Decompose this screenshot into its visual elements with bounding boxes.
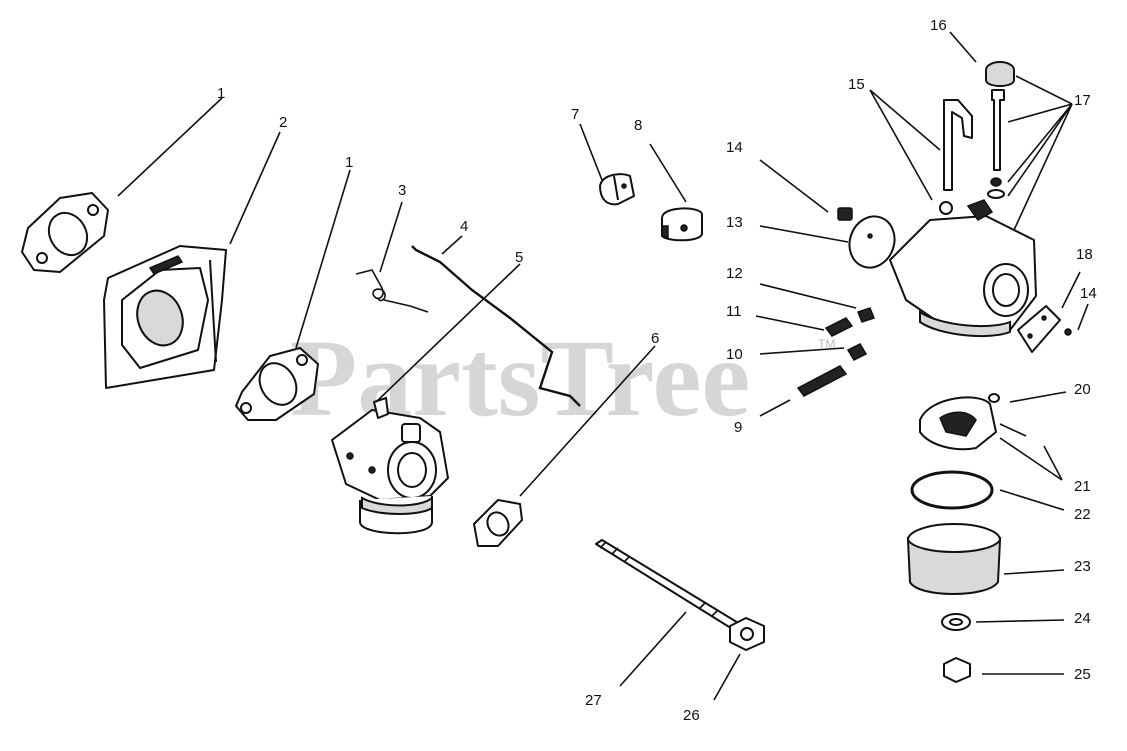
callout-23: 23 [1074,558,1091,575]
callout-14-top: 14 [726,139,743,156]
part-cover-plate[interactable] [1017,305,1061,353]
part-bowl-gasket[interactable] [473,499,523,547]
callout-22: 22 [1074,506,1091,523]
callout-4: 4 [460,218,468,235]
callout-11: 11 [726,303,742,320]
part-throttle-link[interactable] [411,245,581,407]
callout-14-right: 14 [1080,285,1097,302]
part-gasket-left[interactable] [21,192,109,273]
part-float[interactable] [919,396,1027,451]
part-idle-needle[interactable] [824,317,854,337]
callout-24: 24 [1074,610,1091,627]
part-washer[interactable] [941,613,971,631]
part-screw-right[interactable] [1064,328,1072,336]
part-carburetor-assembly[interactable] [331,397,449,535]
callout-labels: 1 2 1 3 4 5 6 7 8 14 13 12 11 10 9 15 16… [217,17,1097,724]
callout-6: 6 [651,330,659,347]
callout-13: 13 [726,214,743,231]
part-clip[interactable] [599,173,635,206]
callout-16: 16 [930,17,947,34]
part-gasket-center[interactable] [235,347,319,421]
callout-1-left: 1 [217,85,225,102]
callout-7: 7 [571,106,579,123]
part-insulator-plate[interactable] [103,245,227,389]
callout-27: 27 [585,692,602,709]
callout-1-center: 1 [345,154,353,171]
part-float-nut[interactable] [988,393,1000,403]
part-stud[interactable] [595,539,741,631]
callout-10: 10 [726,346,743,363]
callout-2: 2 [279,114,287,131]
callout-5: 5 [515,249,523,266]
part-carburetor-body[interactable] [889,199,1037,338]
part-seal[interactable] [661,207,703,242]
callout-17: 17 [1074,92,1091,109]
callout-12: 12 [726,265,743,282]
part-screw-top[interactable] [837,207,853,221]
part-stud-nut[interactable] [729,617,765,651]
callout-20: 20 [1074,381,1091,398]
part-idle-screw[interactable] [857,307,875,323]
part-main-jet[interactable] [796,365,848,397]
part-float-bowl[interactable] [906,523,1002,595]
part-o-ring[interactable] [910,470,994,510]
callout-9: 9 [734,419,742,436]
callout-8: 8 [634,117,642,134]
part-choke-cap[interactable] [985,61,1015,87]
callout-3: 3 [398,182,406,199]
callout-26: 26 [683,707,700,724]
part-choke-shaft[interactable] [987,89,1005,199]
callout-25: 25 [1074,666,1091,683]
part-governor-spring[interactable] [355,269,429,313]
callout-18: 18 [1076,246,1093,263]
part-throttle-shaft[interactable] [943,99,973,191]
part-needle-spring[interactable] [846,343,868,361]
callout-15: 15 [848,76,865,93]
callout-21: 21 [1074,478,1091,495]
part-diaphragm-disc[interactable] [842,210,901,274]
watermark-trademark: TM [818,337,835,351]
leader-lines [117,31,1089,701]
part-bowl-nut[interactable] [943,657,971,683]
